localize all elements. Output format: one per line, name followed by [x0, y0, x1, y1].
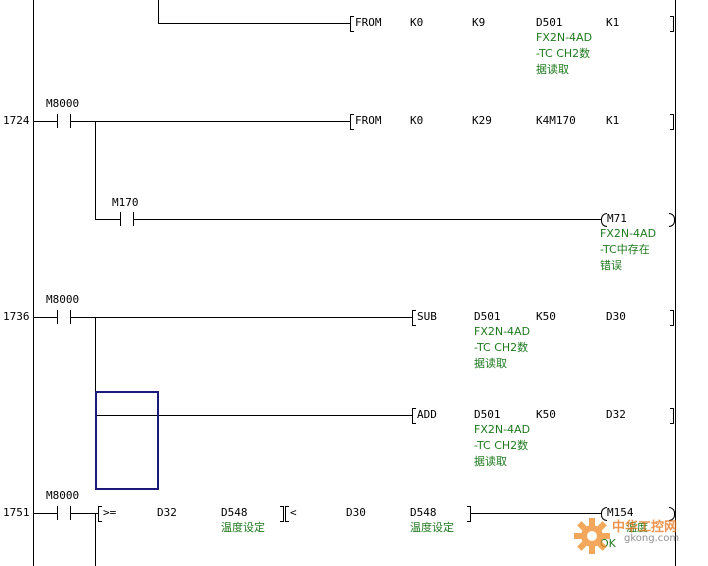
- instruction-arg[interactable]: D30: [606, 310, 626, 323]
- instruction-arg[interactable]: D501: [474, 408, 501, 421]
- instruction-arg[interactable]: K50: [536, 310, 556, 323]
- compare-arg[interactable]: D32: [157, 506, 177, 519]
- instruction-op[interactable]: SUB: [417, 310, 437, 323]
- no-contact[interactable]: [57, 506, 71, 520]
- no-contact[interactable]: [57, 114, 71, 128]
- device-comment: FX2N-4AD: [600, 227, 657, 240]
- compare-arg[interactable]: D30: [346, 506, 366, 519]
- device-comment: 据读取: [474, 357, 507, 370]
- coil-open[interactable]: [601, 213, 607, 227]
- compare-arg[interactable]: D548: [410, 506, 437, 519]
- contact-label: M8000: [46, 293, 80, 306]
- instruction-arg[interactable]: K9: [472, 16, 486, 29]
- instruction-arg[interactable]: K0: [410, 114, 424, 127]
- instruction-op[interactable]: FROM: [355, 114, 382, 127]
- instruction-op[interactable]: FROM: [355, 16, 382, 29]
- device-comment: -TC CH2数: [474, 341, 529, 354]
- device-comment: FX2N-4AD: [536, 31, 593, 44]
- device-comment: 温度设定: [410, 521, 454, 534]
- coil-label[interactable]: M154: [607, 506, 634, 519]
- watermark-logo: 中华工控网 gkong.com: [572, 512, 704, 562]
- instruction-arg[interactable]: D501: [536, 16, 563, 29]
- compare-bracket-open: [98, 506, 102, 522]
- instruction-arg[interactable]: K1: [606, 16, 620, 29]
- compare-arg[interactable]: D548: [221, 506, 248, 519]
- compare-bracket-open: [285, 506, 289, 522]
- compare-op[interactable]: <: [290, 506, 297, 519]
- step-number: 1751: [3, 506, 30, 519]
- compare-op[interactable]: >=: [103, 506, 117, 519]
- compare-bracket-close: [280, 506, 284, 522]
- instruction-bracket-close: [670, 408, 674, 424]
- coil-open[interactable]: [601, 507, 607, 521]
- device-comment: -TC CH2数: [536, 47, 591, 60]
- instruction-arg[interactable]: D501: [474, 310, 501, 323]
- compare-bracket-close: [467, 506, 471, 522]
- no-contact[interactable]: [57, 310, 71, 324]
- device-comment: 据读取: [474, 455, 507, 468]
- right-power-rail: [675, 0, 676, 566]
- instruction-op[interactable]: ADD: [417, 408, 437, 421]
- instruction-bracket-open: [412, 408, 416, 424]
- instruction-bracket-open: [350, 16, 354, 32]
- instruction-arg[interactable]: K29: [472, 114, 492, 127]
- instruction-bracket-open: [412, 310, 416, 326]
- left-power-rail: [33, 0, 34, 566]
- instruction-bracket-close: [670, 114, 674, 130]
- instruction-bracket-close: [670, 310, 674, 326]
- instruction-bracket-open: [350, 114, 354, 130]
- contact-label: M8000: [46, 489, 80, 502]
- instruction-bracket-close: [670, 16, 674, 32]
- no-contact[interactable]: [120, 212, 134, 226]
- device-comment: FX2N-4AD: [474, 423, 531, 436]
- instruction-arg[interactable]: K0: [410, 16, 424, 29]
- device-comment: -TC中存在: [600, 243, 650, 256]
- device-comment: 据读取: [536, 63, 569, 76]
- device-comment: 温度设定: [221, 521, 265, 534]
- gear-icon: [574, 518, 610, 554]
- instruction-arg[interactable]: K1: [606, 114, 620, 127]
- watermark-url: gkong.com: [624, 533, 680, 544]
- instruction-arg[interactable]: D32: [606, 408, 626, 421]
- step-number: 1724: [3, 114, 30, 127]
- step-number: 1736: [3, 310, 30, 323]
- device-comment: -TC CH2数: [474, 439, 529, 452]
- edit-cursor[interactable]: [95, 391, 159, 490]
- device-comment: 温度: [626, 521, 648, 534]
- instruction-arg[interactable]: K50: [536, 408, 556, 421]
- device-comment: FX2N-4AD: [474, 325, 531, 338]
- contact-label: M8000: [46, 97, 80, 110]
- coil-label[interactable]: M71: [607, 212, 627, 225]
- watermark-title: 中华工控网: [612, 520, 678, 535]
- instruction-arg[interactable]: K4M170: [536, 114, 576, 127]
- device-comment: 错误: [600, 259, 622, 272]
- contact-label: M170: [112, 196, 139, 209]
